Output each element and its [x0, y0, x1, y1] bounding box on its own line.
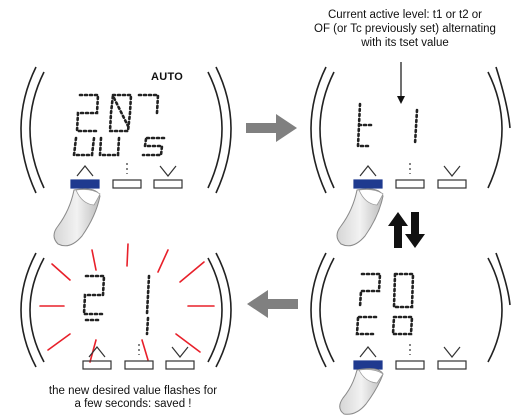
mode-key[interactable] [395, 179, 425, 189]
thermostat-panel-2 [310, 62, 511, 247]
bottom-caption-line-2: a few seconds: saved ! [74, 398, 192, 410]
flash-ray [89, 339, 97, 363]
finger-icon [53, 188, 101, 247]
flash-rays [39, 243, 215, 363]
mode-key[interactable] [124, 360, 154, 370]
mode-key[interactable] [112, 179, 142, 189]
segment-digits [72, 93, 166, 157]
up-key[interactable] [82, 360, 112, 370]
bottom-caption: the new desired value flashes for a few … [2, 385, 264, 411]
down-chevron-icon [443, 165, 461, 177]
up-chevron-icon [359, 346, 377, 358]
up-chevron-icon [359, 165, 377, 177]
keypad [70, 163, 183, 189]
down-key[interactable] [437, 179, 467, 189]
keypad [82, 344, 195, 370]
segment-digits [82, 274, 151, 336]
top-caption: Current active level: t1 or t2 or OF (or… [298, 8, 512, 50]
up-key[interactable] [353, 179, 383, 189]
flash-ray [51, 263, 71, 281]
up-key[interactable] [70, 179, 100, 189]
down-chevron-icon [443, 346, 461, 358]
up-down-arrows-icon [388, 212, 425, 248]
gray-right-arrow-icon [246, 114, 297, 142]
auto-mode-label: AUTO [151, 71, 184, 83]
bottom-caption-line-1: the new desired value flashes for [48, 385, 218, 397]
display-bezel [310, 66, 511, 194]
up-key[interactable] [353, 360, 383, 370]
display-bezel [310, 252, 511, 368]
keypad [353, 163, 467, 189]
pointer-arrowhead-icon [397, 96, 405, 104]
keypad [353, 344, 467, 370]
thermostat-panel-1 [20, 66, 232, 247]
thermostat-panel-3 [20, 243, 232, 370]
display-bezel [20, 66, 232, 194]
thermostat-panel-4 [310, 252, 511, 415]
flash-ray [47, 333, 71, 351]
down-chevron-icon [171, 346, 189, 358]
finger-icon [336, 188, 384, 247]
segment-digits [356, 102, 419, 148]
flash-ray [175, 333, 201, 353]
mode-key[interactable] [395, 360, 425, 370]
segment-digits [355, 272, 415, 336]
up-chevron-icon [76, 165, 94, 177]
gray-left-arrow-icon [247, 290, 298, 318]
flash-ray [157, 249, 169, 273]
flash-ray [91, 249, 97, 271]
top-caption-line-3: with its tset value [361, 37, 449, 49]
display-bezel [20, 252, 232, 368]
top-caption-line-1: Current active level: t1 or t2 or [327, 9, 483, 21]
up-chevron-icon [88, 346, 106, 358]
flash-ray [126, 243, 129, 267]
down-key[interactable] [437, 360, 467, 370]
flash-ray [179, 261, 205, 283]
down-key[interactable] [165, 360, 195, 370]
down-key[interactable] [153, 179, 183, 189]
flash-ray [141, 339, 149, 361]
down-chevron-icon [159, 165, 177, 177]
top-caption-line-2: OF (or Tc previously set) alternating [314, 23, 496, 35]
finger-icon [339, 368, 384, 415]
